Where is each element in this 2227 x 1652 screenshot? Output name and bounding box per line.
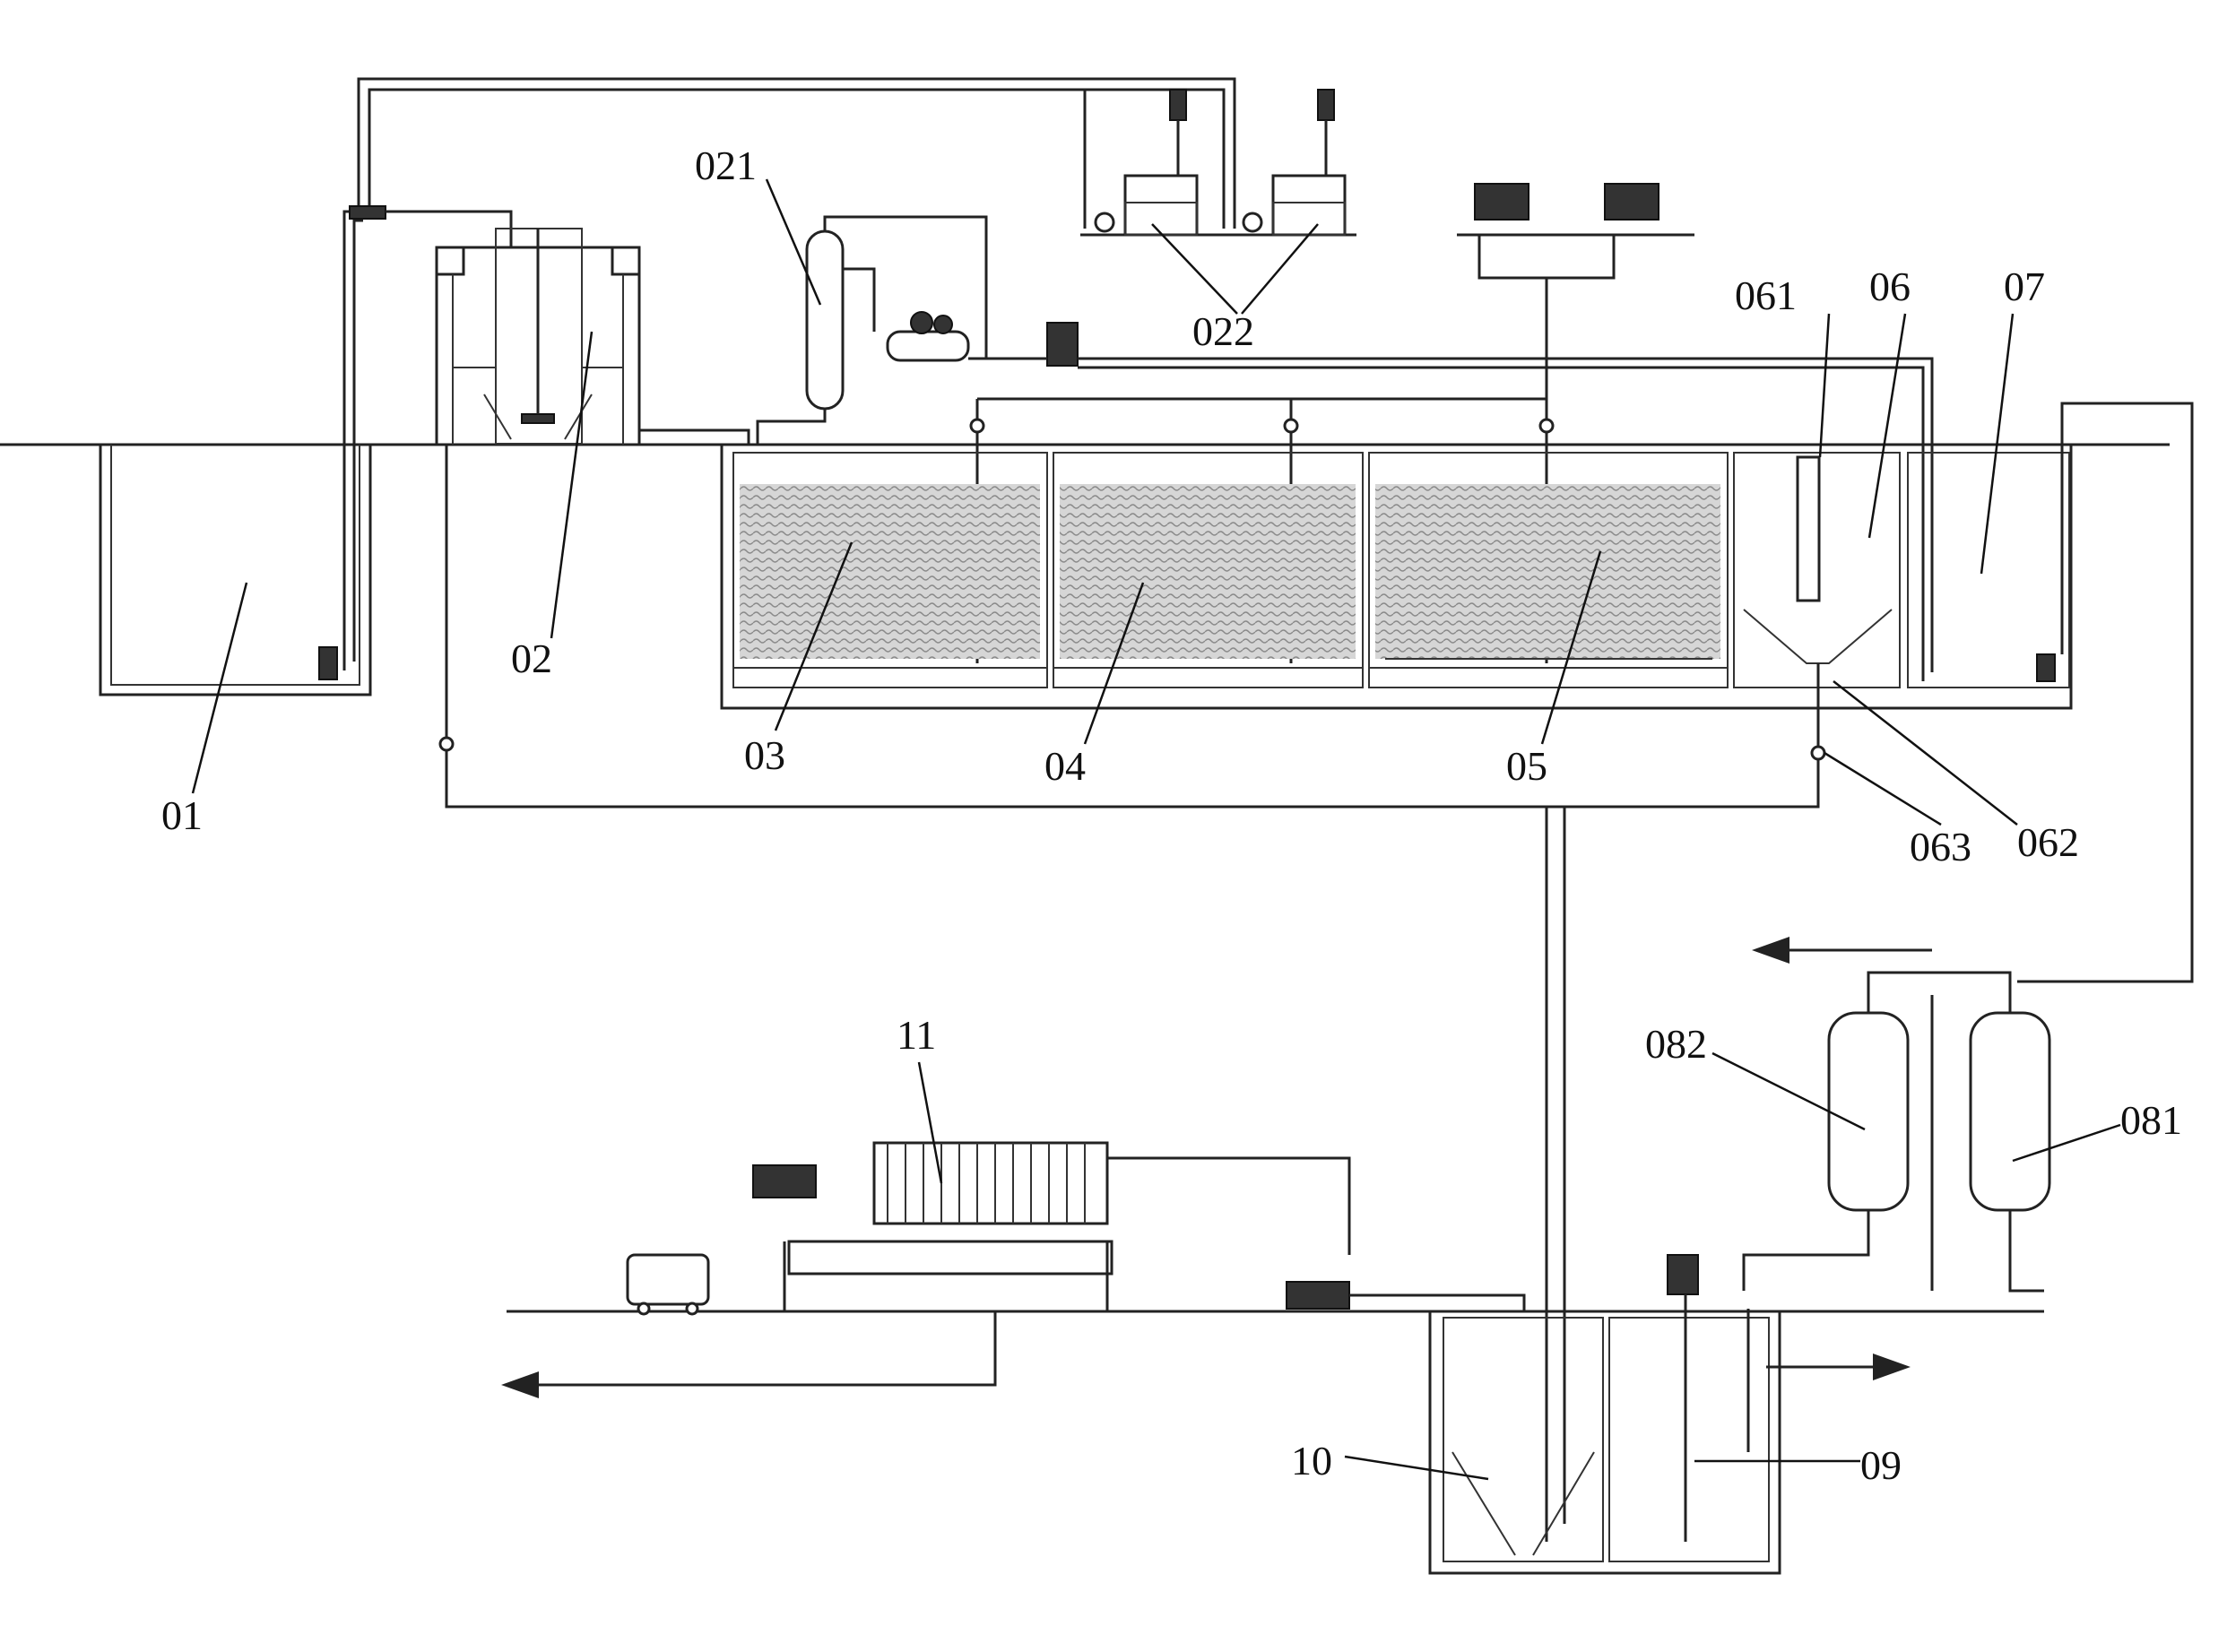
component-labels: 01 02 021 022 03 04 05 061 06 07 063 062…	[161, 143, 2182, 1488]
label-03: 03	[744, 732, 785, 778]
label-021: 021	[695, 143, 757, 188]
pump-icon	[968, 322, 1934, 681]
sludge-cart-icon	[626, 1253, 710, 1316]
media-04	[1060, 484, 1356, 659]
pump-icon	[1286, 1281, 1350, 1310]
settling-tank-06	[438, 445, 1901, 809]
pump-icon	[1667, 1254, 1699, 1295]
air-tank-021	[756, 215, 988, 445]
pump-icon	[2036, 653, 2056, 682]
label-061: 061	[1735, 272, 1797, 318]
leader-lines	[191, 178, 2121, 1481]
tank-07	[1907, 402, 2194, 983]
label-10: 10	[1291, 1438, 1332, 1483]
filter-press-icon	[501, 1141, 1526, 1398]
media-03	[740, 484, 1040, 659]
dosing-tanks-022	[1080, 89, 1356, 237]
lower-tanks	[1428, 1254, 1911, 1575]
label-04: 04	[1044, 743, 1086, 789]
media-05	[1375, 484, 1720, 659]
dosing-tank-icon	[1317, 89, 1335, 121]
dosing-pumps	[969, 183, 1694, 663]
label-07: 07	[2004, 264, 2045, 309]
label-06: 06	[1869, 264, 1911, 309]
compressor-icon	[843, 267, 970, 362]
label-062: 062	[2017, 819, 2079, 865]
label-022: 022	[1192, 308, 1254, 354]
tank-02	[435, 228, 750, 446]
valve-icon	[438, 736, 455, 752]
label-09: 09	[1860, 1442, 1902, 1488]
dosing-tank-icon	[1169, 89, 1187, 121]
pressure-vessel-icon	[1827, 1011, 1910, 1212]
top-pipe	[349, 77, 1236, 368]
label-05: 05	[1506, 743, 1547, 789]
bio-tanks	[720, 445, 2073, 710]
label-01: 01	[161, 792, 203, 838]
pump-icon	[318, 646, 338, 680]
label-081: 081	[2120, 1097, 2182, 1143]
sludge-drop-pipe	[1545, 807, 1566, 1542]
valve-icon	[1538, 418, 1555, 434]
pump-icon	[1604, 183, 1659, 221]
valve-icon	[969, 418, 985, 434]
label-082: 082	[1645, 1021, 1707, 1067]
pump-icon	[1474, 183, 1529, 221]
valve-icon	[1810, 745, 1826, 761]
label-02: 02	[511, 636, 552, 681]
valve-icon	[1283, 418, 1299, 434]
pressure-vessel-icon	[1969, 1011, 2051, 1212]
label-063: 063	[1910, 824, 1971, 869]
filter-vessels	[1742, 937, 2051, 1293]
label-11: 11	[897, 1012, 936, 1058]
